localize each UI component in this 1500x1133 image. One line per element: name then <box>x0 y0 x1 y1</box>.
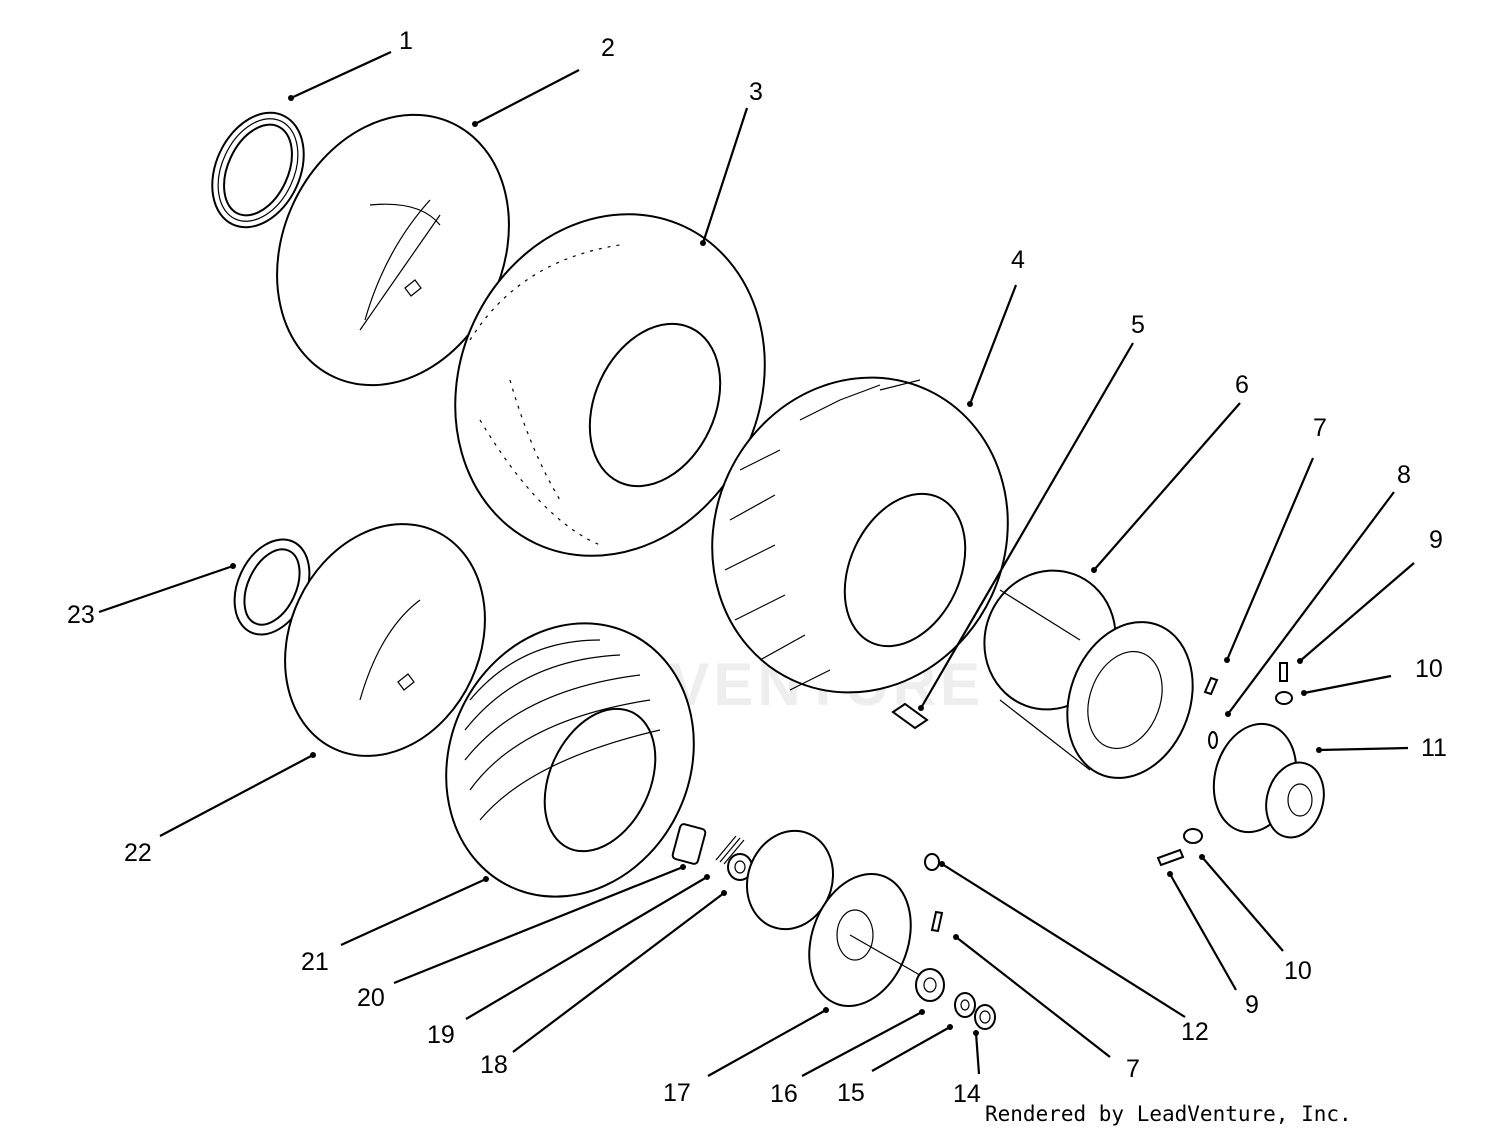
part-16-bearing <box>915 968 945 1002</box>
leader-lines <box>98 51 1415 1077</box>
part-22-inner-tube <box>284 523 486 757</box>
callout-14: 14 <box>953 1080 981 1108</box>
part-4-lug-tire <box>711 376 1009 694</box>
callout-10-lower: 10 <box>1284 957 1312 985</box>
part-17-wheel-rim <box>745 829 926 1007</box>
callout-7-lower: 7 <box>1126 1055 1140 1083</box>
callout-11: 11 <box>1421 734 1447 762</box>
callout-7-upper: 7 <box>1313 414 1327 442</box>
callout-4: 4 <box>1011 246 1025 274</box>
part-23-rim-ring <box>233 538 311 636</box>
part-15-washer <box>954 992 976 1018</box>
callout-9-upper: 9 <box>1429 526 1443 554</box>
part-14-snap-ring <box>974 1004 996 1030</box>
part-7-pin-lower <box>930 910 944 933</box>
part-19-spring <box>715 835 745 865</box>
callout-8: 8 <box>1397 461 1411 489</box>
callout-2: 2 <box>601 34 615 62</box>
callout-15: 15 <box>837 1079 865 1107</box>
callout-22: 22 <box>124 839 152 867</box>
callout-3: 3 <box>749 78 763 106</box>
part-8-key <box>1208 731 1218 749</box>
callout-10-upper: 10 <box>1415 655 1443 683</box>
callout-labels: 1 2 3 4 5 6 7 8 9 10 11 9 10 12 7 14 15 … <box>67 27 1447 1108</box>
callout-21: 21 <box>301 948 329 976</box>
callout-17: 17 <box>663 1079 691 1107</box>
part-12-nut <box>924 853 940 871</box>
part-3-turf-tire <box>454 213 766 557</box>
part-9-bolt-lower <box>1156 848 1185 867</box>
callout-18: 18 <box>480 1051 508 1079</box>
part-21-ribbed-tire <box>445 622 695 898</box>
callout-19: 19 <box>427 1021 455 1049</box>
part-1-rim-ring <box>211 111 305 229</box>
callout-5: 5 <box>1131 311 1145 339</box>
callout-20: 20 <box>357 984 385 1012</box>
part-11-hub <box>1212 722 1325 839</box>
part-10-nut-upper <box>1275 691 1293 705</box>
part-6-wheel-rim <box>983 569 1194 779</box>
part-10-nut-lower <box>1183 828 1203 844</box>
callout-12: 12 <box>1181 1018 1209 1046</box>
part-5-bolt <box>891 702 929 730</box>
callout-1: 1 <box>399 27 413 55</box>
footer-credit: Rendered by LeadVenture, Inc. <box>985 1102 1352 1126</box>
callout-23: 23 <box>67 601 95 629</box>
callout-9-lower: 9 <box>1245 991 1259 1019</box>
callout-16: 16 <box>770 1080 798 1108</box>
part-9-bolt-upper <box>1279 662 1288 682</box>
part-7-pin-upper <box>1203 676 1219 696</box>
callout-6: 6 <box>1235 371 1249 399</box>
part-20-bushing <box>671 823 707 865</box>
